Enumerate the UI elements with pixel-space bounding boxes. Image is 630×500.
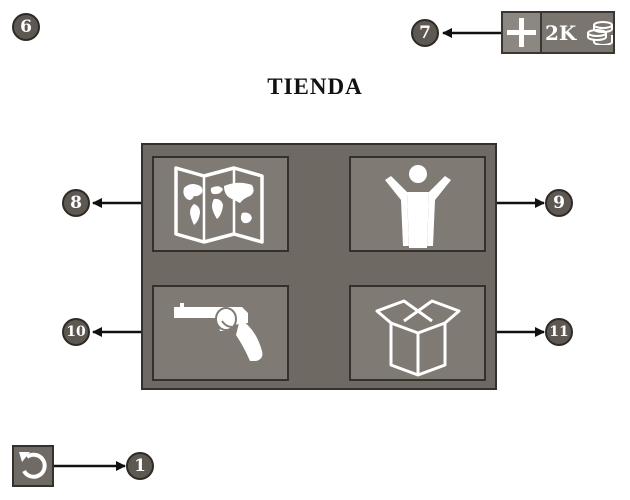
callout-badge-11: 11 [545, 318, 573, 346]
callout-badge-1: 1 [126, 452, 154, 480]
plus-icon [507, 18, 536, 47]
coin-stack-icon [587, 21, 613, 45]
shop-panel [141, 143, 497, 390]
add-currency-button[interactable] [503, 13, 542, 52]
shop-item-revolver[interactable] [152, 285, 289, 381]
callout-badge-6: 6 [12, 13, 40, 41]
callout-badge-10: 10 [62, 318, 90, 346]
page-title: TIENDA [267, 74, 363, 99]
character-icon [385, 165, 451, 248]
currency-amount: 2K [545, 21, 577, 45]
box-icon [375, 299, 461, 377]
callout-badge-9: 9 [545, 189, 573, 217]
callout-badge-7: 7 [411, 19, 439, 47]
shop-item-box[interactable] [349, 285, 486, 381]
shop-item-map[interactable] [152, 156, 289, 252]
revolver-icon [174, 303, 263, 361]
world-map-icon [174, 166, 264, 244]
back-button[interactable] [12, 445, 54, 487]
undo-icon [19, 452, 47, 479]
currency-display: 2K [501, 11, 615, 54]
shop-item-character[interactable] [349, 156, 486, 252]
callout-badge-8: 8 [62, 189, 90, 217]
